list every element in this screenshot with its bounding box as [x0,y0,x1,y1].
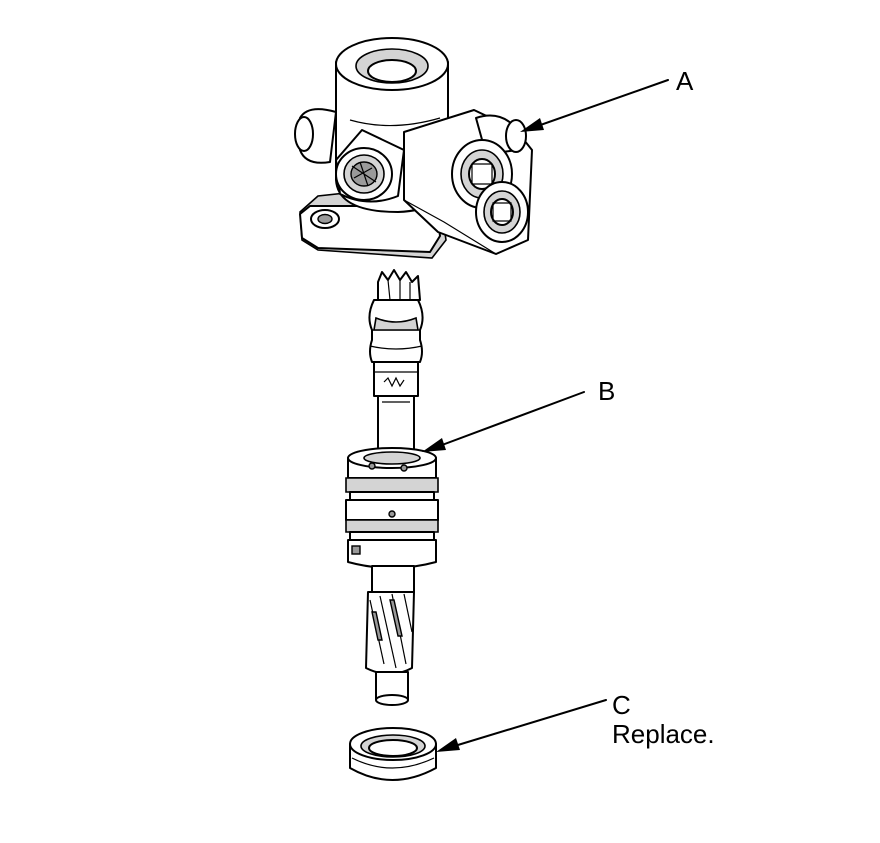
leader-line-b [422,391,585,452]
callout-a-label: A [676,66,694,96]
leader-line-a [520,79,669,132]
valve-housing-part-a [294,37,533,259]
callout-b-label: B [598,376,615,406]
seal-ring-part-c [349,727,437,781]
pinion-shaft-part-b [345,269,439,706]
leader-line-c [436,699,607,752]
callout-c-note: Replace. [612,719,715,749]
callout-c-label: C [612,690,631,720]
